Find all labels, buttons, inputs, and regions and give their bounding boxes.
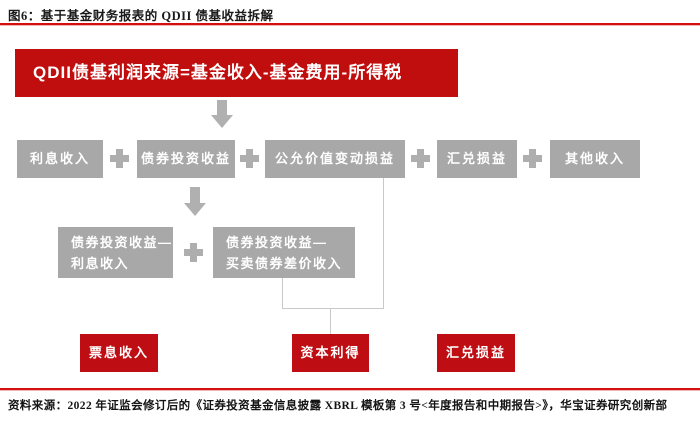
plus-icon <box>523 149 542 168</box>
plus-icon <box>110 149 129 168</box>
plus-icon <box>240 149 259 168</box>
plus-icon <box>184 243 203 262</box>
arrow-down-icon <box>211 100 233 128</box>
connector-line <box>383 178 384 308</box>
box-line2: 买卖债券差价收入 <box>226 256 343 271</box>
bottom-rule-divider <box>0 388 700 390</box>
box-bond-investment-income: 债券投资收益 <box>137 140 235 178</box>
box-fx-gain-loss: 汇兑损益 <box>437 140 517 178</box>
box-other-income: 其他收入 <box>550 140 640 178</box>
arrow-shaft <box>217 100 227 115</box>
source-note: 资料来源：2022 年证监会修订后的《证券投资基金信息披露 XBRL 模板第 3… <box>8 400 668 412</box>
connector-line <box>282 278 283 308</box>
arrow-down-icon <box>183 187 207 216</box>
connector-line <box>282 308 384 309</box>
figure-title: 图6：基于基金财务报表的 QDII 债基收益拆解 <box>8 9 274 23</box>
arrow-head <box>184 203 206 216</box>
connector-line <box>330 308 331 335</box>
box-fair-value-change: 公允价值变动损益 <box>265 140 405 178</box>
box-capital-gain: 资本利得 <box>292 334 369 372</box>
box-coupon-income: 票息收入 <box>80 334 158 372</box>
box-interest-income: 利息收入 <box>17 140 103 178</box>
plus-icon <box>411 149 430 168</box>
box-line1: 债券投资收益— <box>226 235 328 250</box>
arrow-head <box>211 115 233 128</box>
box-line2: 利息收入 <box>71 256 130 271</box>
box-fx-gain-result: 汇兑损益 <box>437 334 515 372</box>
arrow-shaft <box>190 187 200 203</box>
profit-formula-banner: QDII债基利润来源=基金收入-基金费用-所得税 <box>15 49 458 97</box>
top-rule-divider <box>0 23 700 25</box>
box-bond-income-trading: 债券投资收益— 买卖债券差价收入 <box>213 227 355 278</box>
box-line1: 债券投资收益— <box>71 235 173 250</box>
box-bond-income-interest: 债券投资收益— 利息收入 <box>58 227 173 278</box>
